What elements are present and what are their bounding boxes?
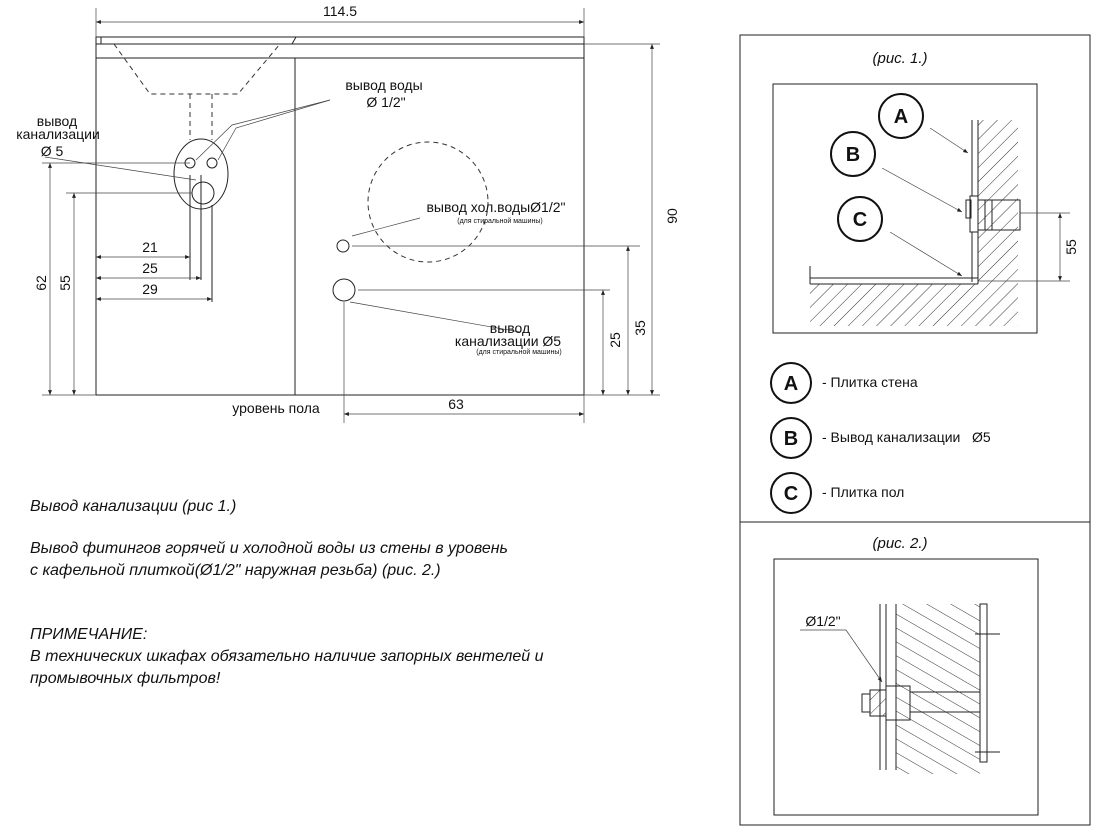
washing-machine-outline bbox=[367, 141, 489, 263]
label-floor-level: уровень пола bbox=[232, 400, 320, 416]
dim-55: 55 bbox=[57, 275, 73, 291]
fig1-dim-55: 55 bbox=[1063, 239, 1079, 255]
note-text-1: В технических шкафах обязательно наличие… bbox=[30, 648, 544, 665]
dim-29: 29 bbox=[142, 281, 158, 297]
countertop bbox=[95, 36, 585, 59]
legend-b-text: - Вывод канализации Ø5 bbox=[822, 429, 991, 445]
fig1-pipe bbox=[977, 199, 1021, 231]
fig1-frame bbox=[772, 83, 1038, 334]
label-sewer-size: Ø 5 bbox=[41, 143, 64, 159]
label-sewer-washer-2: канализации Ø5 bbox=[455, 333, 561, 349]
svg-text:B: B bbox=[784, 428, 798, 450]
note-fittings-1: Вывод фитингов горячей и холодной воды и… bbox=[30, 540, 508, 557]
cabinet-drawing: 114.5 90 62 55 21 25 29 63 25 35 вывод в… bbox=[16, 3, 680, 423]
label-sewer: вывод bbox=[37, 113, 77, 129]
dim-overall-width: 114.5 bbox=[323, 3, 357, 19]
fig1-title: (рис. 1.) bbox=[872, 50, 927, 67]
fig2-label: Ø1/2" bbox=[805, 613, 840, 629]
legend-c-text: - Плитка пол bbox=[822, 484, 904, 500]
sink-bowl bbox=[113, 43, 281, 95]
dim-25-vertical: 25 bbox=[607, 332, 623, 348]
cold-water-outlet bbox=[336, 239, 350, 253]
sewer-outlet bbox=[191, 181, 215, 205]
label-cold-water-note: (для стиральной машины) bbox=[457, 217, 542, 225]
legend-b: B - Вывод канализации Ø5 bbox=[770, 417, 991, 459]
fig1-marker-b: B bbox=[830, 131, 963, 213]
sewer-leader bbox=[44, 156, 197, 181]
svg-text:C: C bbox=[853, 209, 867, 231]
legend-a: A - Плитка стена bbox=[770, 362, 918, 404]
label-water-outlet: вывод воды bbox=[345, 77, 422, 93]
dim-21: 21 bbox=[142, 239, 158, 255]
label-sewer-washer: вывод bbox=[490, 320, 530, 336]
fig2-frame bbox=[773, 558, 1039, 816]
label-sewer-2: канализации bbox=[16, 126, 100, 142]
water-leader bbox=[217, 99, 331, 161]
dim-62: 62 bbox=[33, 275, 49, 291]
fig1-marker-a: A bbox=[878, 93, 969, 154]
dim-25: 25 bbox=[142, 260, 158, 276]
svg-text:C: C bbox=[784, 483, 798, 505]
note-heading: ПРИМЕЧАНИЕ: bbox=[30, 626, 148, 643]
label-cold-water: вывод хол.водыØ1/2" bbox=[426, 199, 565, 215]
dim-35: 35 bbox=[632, 320, 648, 336]
note-sewer: Вывод канализации (рис 1.) bbox=[30, 498, 237, 515]
notes-block: Вывод канализации (рис 1.) Вывод фитинго… bbox=[30, 496, 710, 690]
fig1-marker-c: C bbox=[837, 196, 963, 277]
legend-a-text: - Плитка стена bbox=[822, 374, 918, 390]
label-water-outlet-size: Ø 1/2" bbox=[366, 94, 405, 110]
label-sewer-washer-note: (для стиральной машины) bbox=[476, 348, 561, 356]
legend-c: C - Плитка пол bbox=[770, 472, 904, 514]
svg-text:A: A bbox=[894, 106, 908, 128]
note-text-2: промывочных фильтров! bbox=[30, 670, 221, 687]
fig2-title: (рис. 2.) bbox=[872, 535, 927, 552]
svg-text:B: B bbox=[846, 144, 860, 166]
figures-panel: (рис. 1.) 55 A B bbox=[739, 34, 1091, 826]
dim-height-total: 90 bbox=[664, 208, 680, 224]
sewer-outlet-washer bbox=[332, 278, 356, 302]
note-fittings-2: с кафельной плиткой(Ø1/2" наружная резьб… bbox=[30, 562, 441, 579]
dim-63: 63 bbox=[448, 396, 464, 412]
svg-text:A: A bbox=[784, 373, 798, 395]
water-outlet-right bbox=[206, 157, 218, 169]
